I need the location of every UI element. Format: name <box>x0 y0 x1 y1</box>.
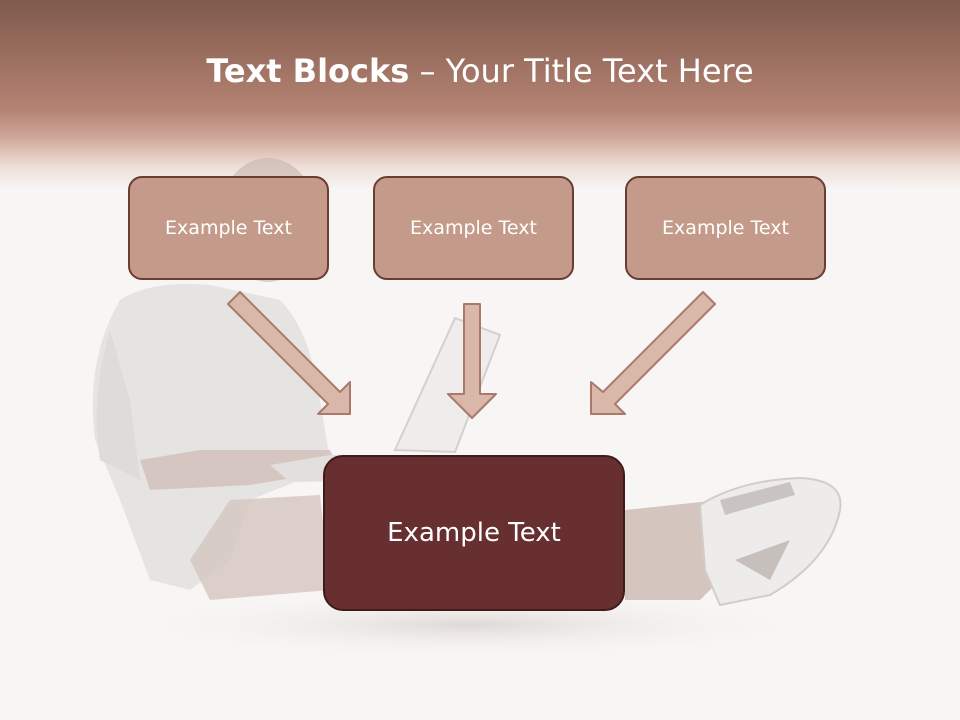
arrow-left-icon <box>227 291 351 415</box>
text-block-2-label: Example Text <box>410 217 537 239</box>
main-text-block: Example Text <box>323 455 625 611</box>
page-title: Text Blocks – Your Title Text Here <box>0 52 960 90</box>
text-block-2: Example Text <box>373 176 574 280</box>
text-block-3: Example Text <box>625 176 826 280</box>
title-rest: Your Title Text Here <box>445 52 754 90</box>
header-band <box>0 0 960 190</box>
title-bold: Text Blocks <box>206 52 410 90</box>
title-dash: – <box>409 52 446 90</box>
text-block-3-label: Example Text <box>662 217 789 239</box>
main-text-block-label: Example Text <box>387 518 561 548</box>
arrow-right-icon <box>590 291 716 415</box>
text-block-1-label: Example Text <box>165 217 292 239</box>
text-block-1: Example Text <box>128 176 329 280</box>
arrow-center-icon <box>447 303 497 419</box>
